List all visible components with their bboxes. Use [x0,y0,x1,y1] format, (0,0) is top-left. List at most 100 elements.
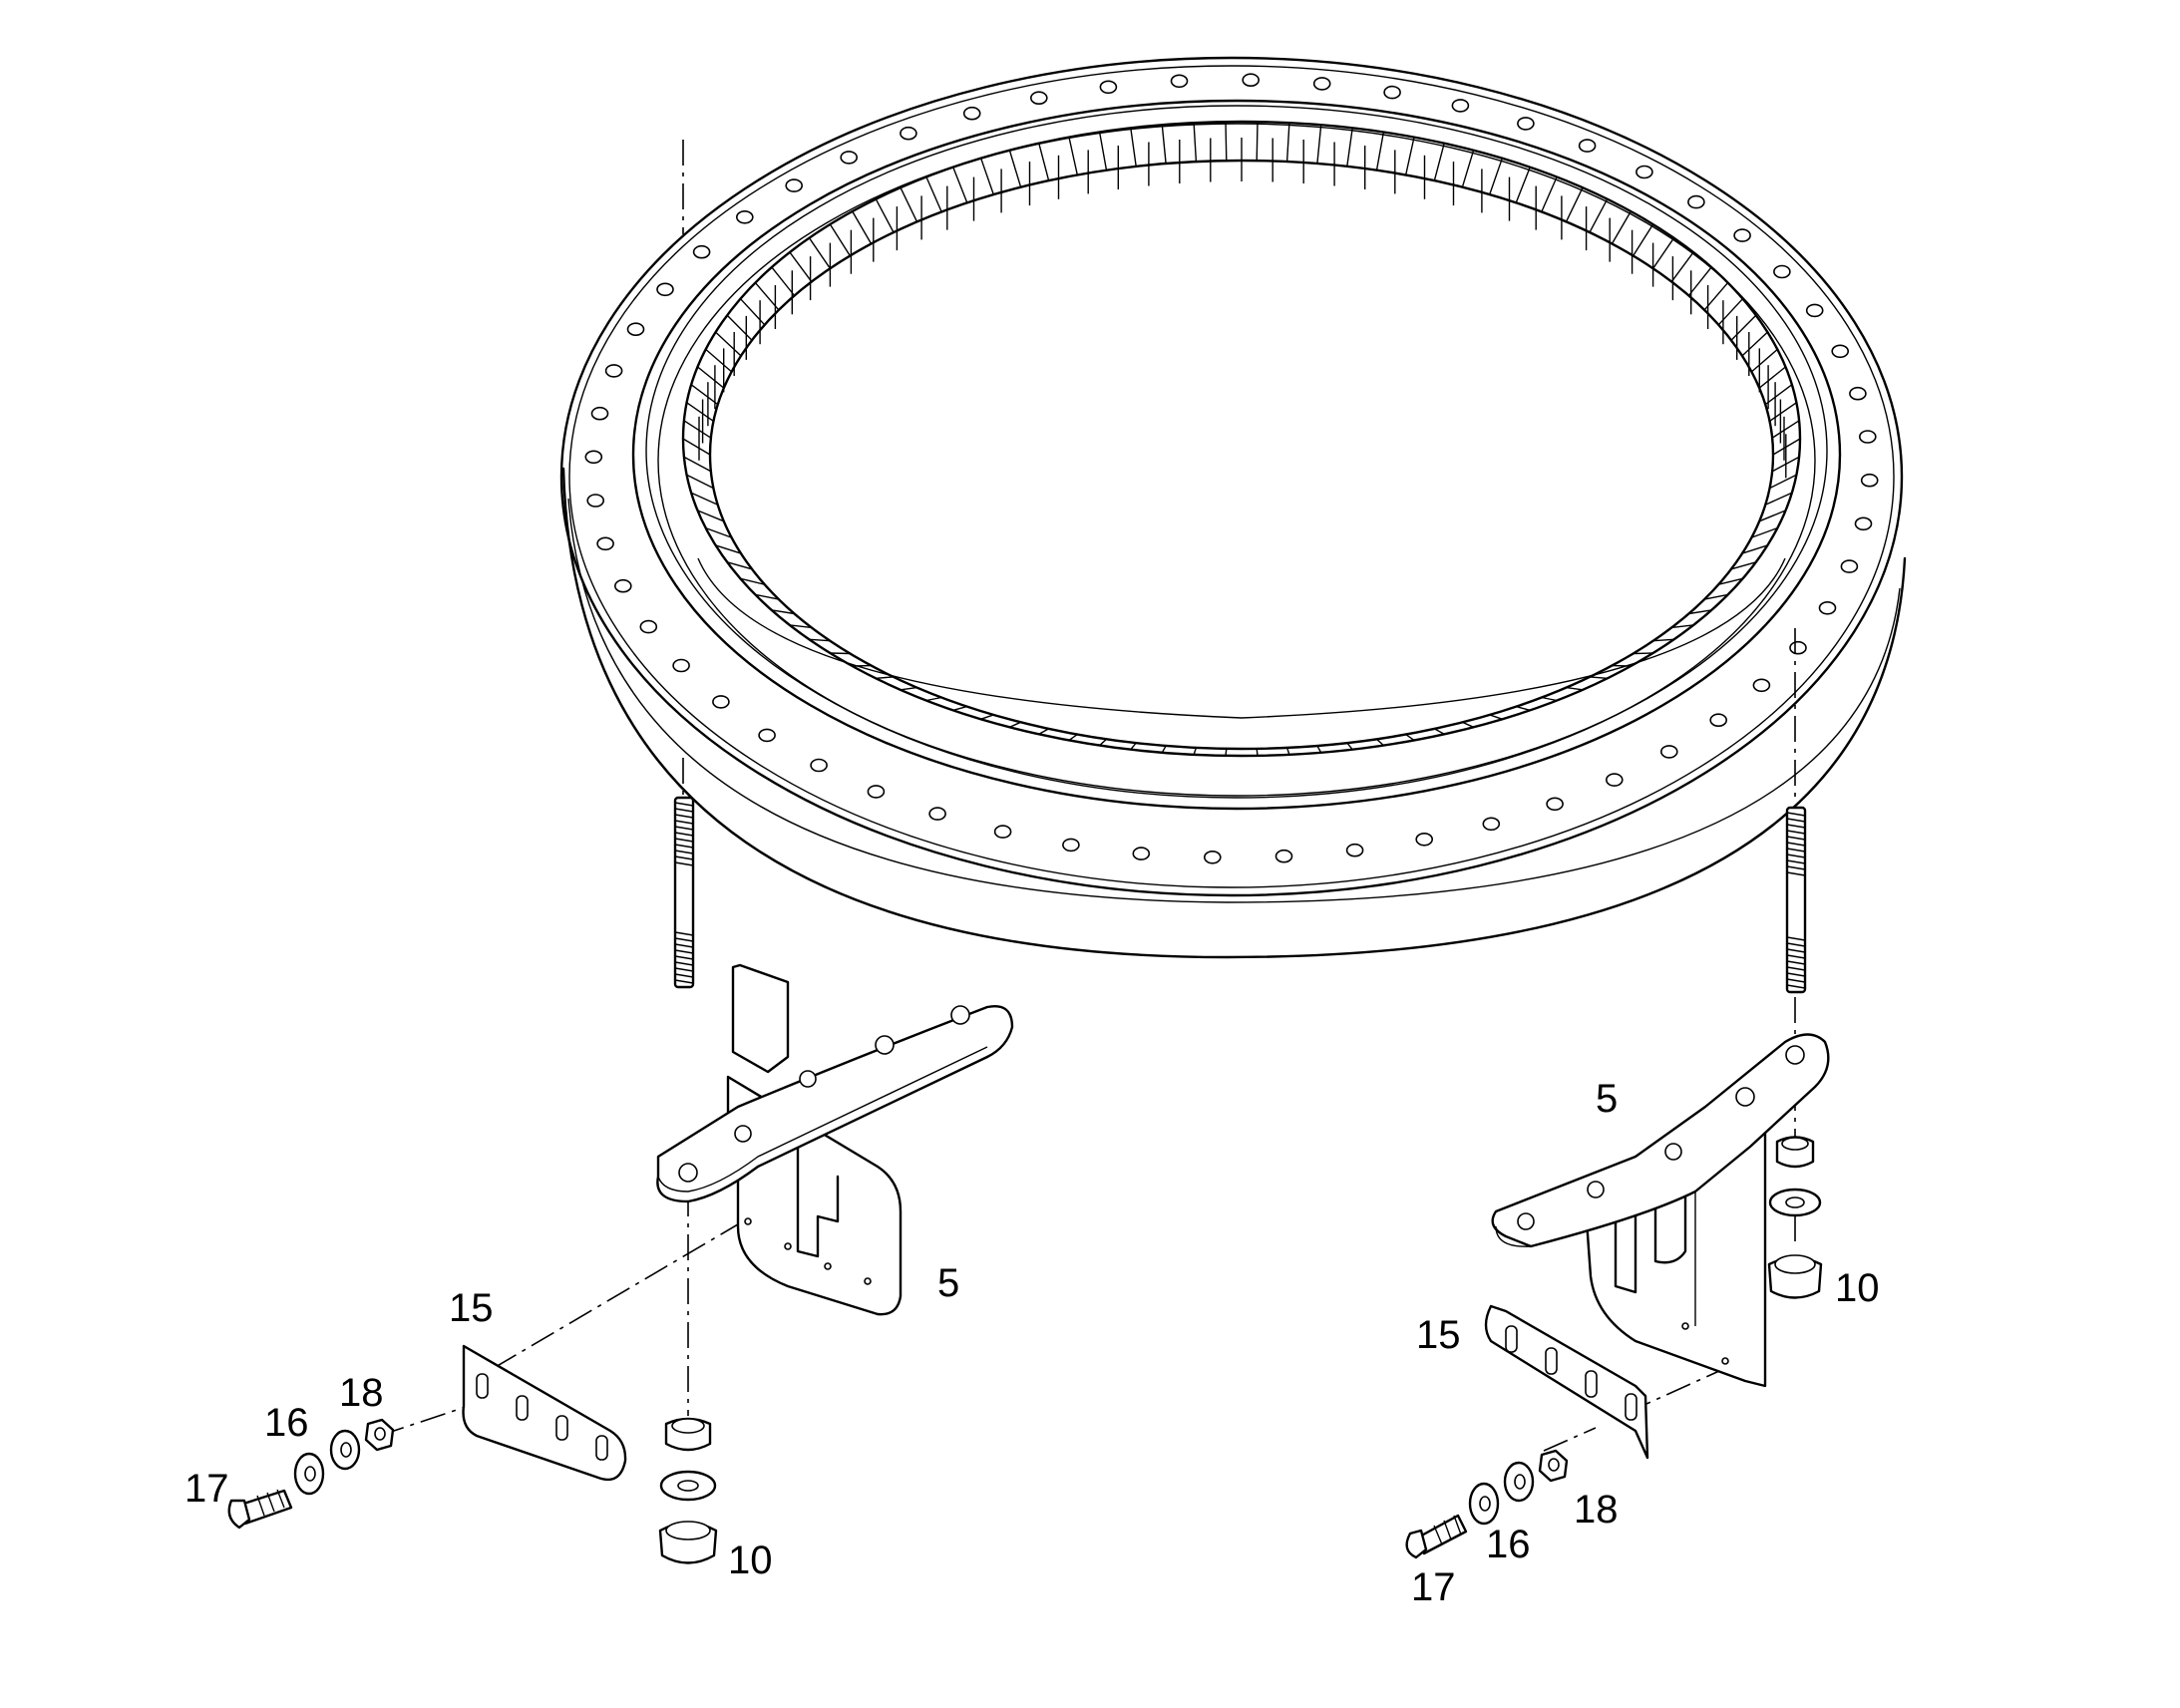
flange-hole [586,494,605,508]
right-upper-washer [1768,1188,1822,1217]
gear-tooth [1130,742,1137,751]
flange-hole [596,536,614,551]
gear-tooth [1462,721,1474,728]
gear-tooth [1769,474,1797,490]
flange-hole [1482,817,1501,832]
flange-hole [962,106,981,121]
flange-hole [1517,117,1535,131]
right-washer [1468,1482,1500,1526]
gear-tooth [1633,652,1653,655]
gear-tooth [1405,137,1415,175]
callout-washer-left: 16 [264,1401,309,1445]
gear-tooth [1718,577,1743,585]
gear-tooth [1750,348,1778,373]
gear-tooth [697,366,725,389]
left-lock-nut [364,1418,395,1452]
gear-tooth [1008,150,1022,187]
gear-root-circle [681,120,1802,758]
callout-bracket-left: 5 [937,1261,959,1305]
callout-plate-right: 15 [1416,1313,1461,1357]
gear-tooth [1652,638,1674,642]
flange-hole [1854,516,1873,531]
flange-hole [712,695,730,709]
gear-tooth [852,210,873,244]
callout-washer-right: 16 [1486,1523,1531,1566]
gear-tooth [1758,366,1786,389]
flange-hole [1849,386,1867,401]
flange-hole [1752,678,1771,693]
flange-hole [672,658,690,673]
gear-tooth [789,251,813,283]
gear-tooth [1541,176,1558,212]
flange-hole [758,728,776,743]
gear-tooth [980,714,994,720]
gear-tooth [1758,510,1786,522]
gear-tooth [682,438,711,456]
flange-hole [1709,713,1727,728]
gear-tooth [1099,738,1107,747]
gear-tooth [1764,384,1793,406]
gear-tooth [1376,738,1384,747]
right-bottom-nut [1767,1254,1823,1299]
gear-tooth [739,298,766,326]
slewing-ring-gear [559,56,1907,959]
flange-hole [1345,843,1364,857]
flange-hole [1831,344,1849,359]
flange-hole [1451,99,1470,113]
gear-tooth [1703,282,1729,311]
left-hex-bolt [227,1489,293,1530]
right-upper-nut [1775,1136,1815,1169]
gear-tooth [1751,526,1778,538]
right-spring-washer [1503,1461,1535,1503]
gear-tooth [727,561,753,570]
gear-tooth [1225,122,1228,162]
left-lower-washer [659,1470,717,1502]
gear-tooth [1764,492,1793,506]
flange-hole [993,825,1012,839]
callout-bolt-right: 17 [1411,1565,1456,1609]
gear-tooth [1193,747,1198,756]
gear-tooth [1741,331,1768,357]
stud-bolt-left [673,796,695,989]
gear-tooth [1434,728,1445,735]
gear-tooth [1346,742,1353,751]
flange-hole [785,178,804,192]
gear-tooth [1038,143,1050,181]
callout-nut-right: 10 [1835,1266,1880,1310]
gear-tooth [830,652,851,655]
callout-bracket-right: 5 [1596,1077,1618,1121]
flange-hole [1635,165,1653,179]
outer-flange-edge [559,56,1904,897]
flange-hole [900,126,917,141]
gear-tooth [789,624,812,629]
flange-hole [613,578,632,593]
flange-hole [1204,850,1222,864]
left-lower-nut [664,1417,712,1452]
gear-tooth [755,593,780,600]
gear-tooth [1589,676,1608,679]
right-slotted-plate [1484,1304,1649,1460]
flange-hole [639,619,658,634]
gear-tooth [809,638,831,642]
gear-tooth [925,176,942,212]
flange-hole [604,364,623,378]
gear-tooth [1730,561,1756,570]
inner-flange-edge [631,99,1842,811]
gear-tooth [1703,593,1728,600]
gear-tooth [1589,198,1609,233]
gear-tooth [1730,314,1757,341]
gear-tooth [980,158,994,195]
gear-tooth [1225,748,1228,756]
flange-hole [1099,80,1118,95]
gear-tooth [705,526,732,538]
gear-tooth [1068,137,1078,175]
gear-tooth [697,510,725,522]
gear-tooth [1405,734,1415,741]
gear-tooth [1433,143,1445,181]
flange-hole [735,210,754,224]
gear-tip-circle [708,159,1775,751]
flange-hole [626,322,645,337]
flange-bolt-holes [584,73,1879,864]
callout-lock-nut-left: 18 [339,1371,384,1415]
